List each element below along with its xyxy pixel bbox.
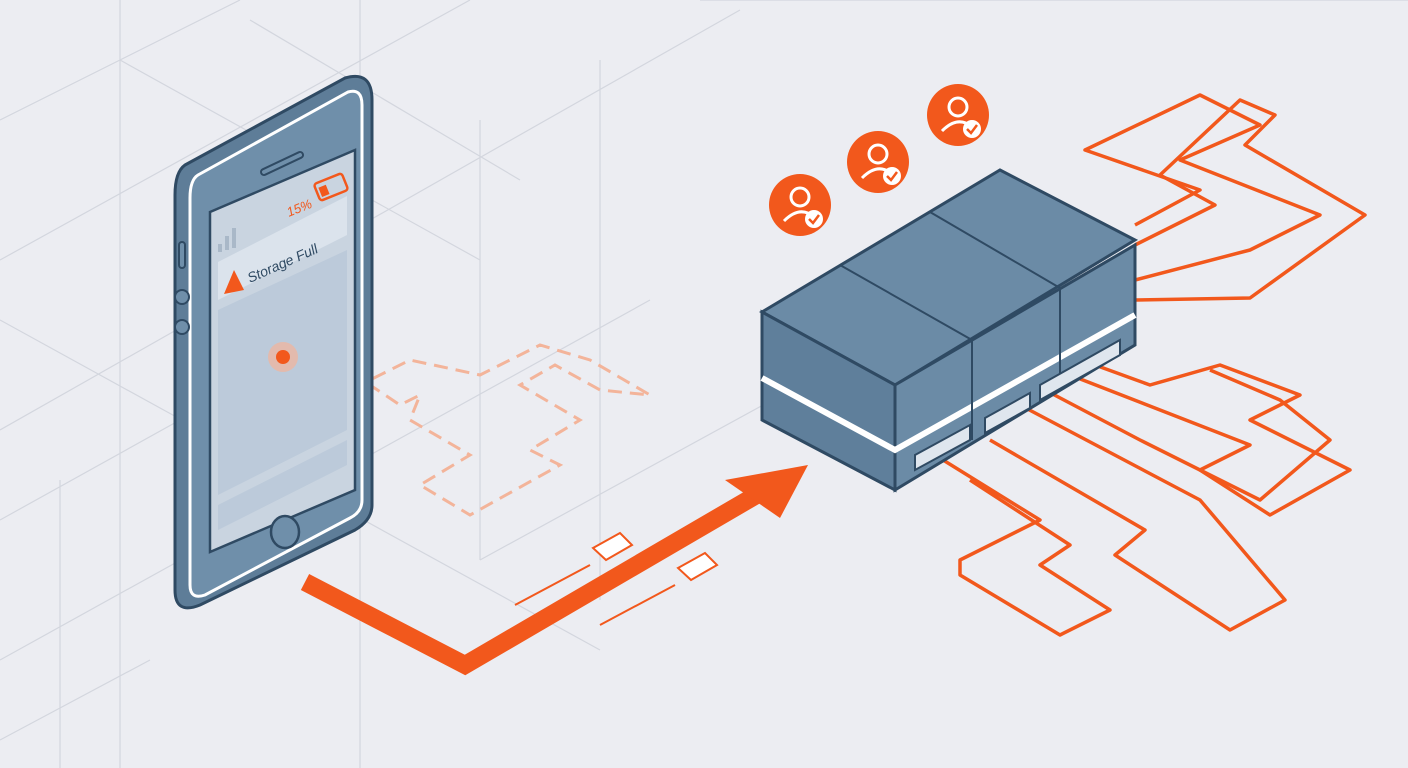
dashed-route — [282, 343, 651, 517]
user-check-icon — [769, 174, 831, 236]
network-cables — [934, 93, 1367, 637]
network-server — [758, 168, 1139, 493]
home-button — [269, 514, 301, 550]
signal-icon — [218, 228, 236, 252]
smartphone: 15% Storage Full — [173, 74, 374, 610]
location-pin-icon — [268, 342, 298, 372]
server-port — [1039, 338, 1121, 402]
server-port — [914, 423, 971, 472]
alert-banner — [218, 196, 347, 300]
user-check-icon — [847, 131, 909, 193]
user-check-icon — [927, 84, 989, 146]
warning-icon — [224, 270, 244, 294]
server-port — [984, 391, 1031, 435]
transfer-arrow — [300, 465, 808, 676]
document-icon — [514, 531, 634, 606]
document-icon — [599, 551, 719, 626]
battery-icon — [313, 172, 349, 202]
